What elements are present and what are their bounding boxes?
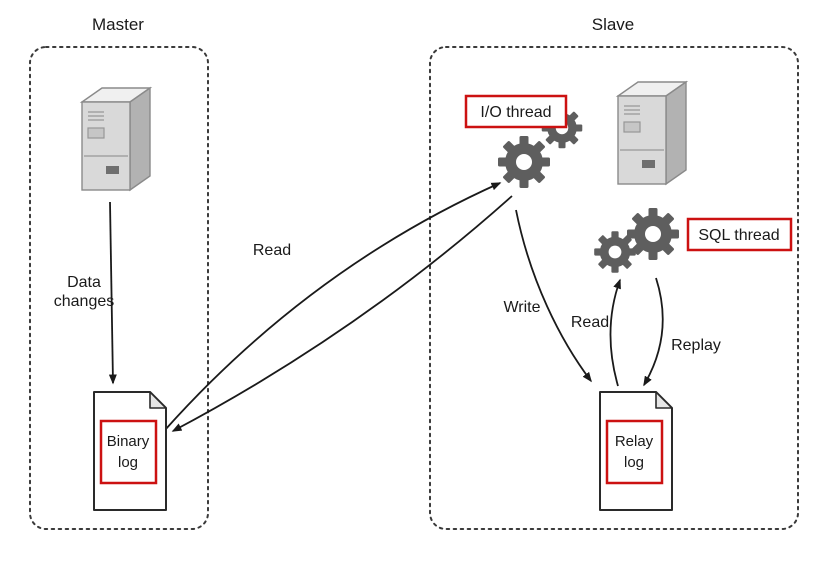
replay-arrow [643,277,664,387]
sql-thread-label-text: SQL thread [698,227,779,244]
write-arrow [515,209,592,383]
write-label: Write [503,299,540,316]
io-thread-label: I/O thread [464,94,568,129]
relay-log-label-line2: log [624,454,644,471]
binary-log-icon: Binary log [93,391,167,511]
master-title: Master [92,15,144,34]
master-server-icon [79,86,153,192]
relay-log-label-line1: Relay [615,433,654,450]
data-changes-label-line2: changes [54,293,115,310]
master-zone-box [29,46,209,530]
slave-server-icon [615,80,689,186]
relay-log-icon: Relay log [599,391,673,511]
sql-thread-label: SQL thread [686,217,793,252]
read-arrow-slave [609,278,621,387]
read-arrow-to-binary-log [171,195,513,432]
slave-zone-box [429,46,799,530]
sql-thread-gears-icon [594,208,679,273]
io-thread-label-text: I/O thread [480,104,551,121]
read-label-slave: Read [571,314,609,331]
binary-log-label-line2: log [118,454,138,471]
data-changes-arrow [108,201,117,385]
replay-label: Replay [671,337,721,354]
read-label: Read [253,242,291,259]
binary-log-label-line1: Binary [107,433,150,450]
read-arrow-to-io-thread [164,182,502,431]
slave-title: Slave [592,15,635,34]
data-changes-label-line1: Data [67,274,101,291]
